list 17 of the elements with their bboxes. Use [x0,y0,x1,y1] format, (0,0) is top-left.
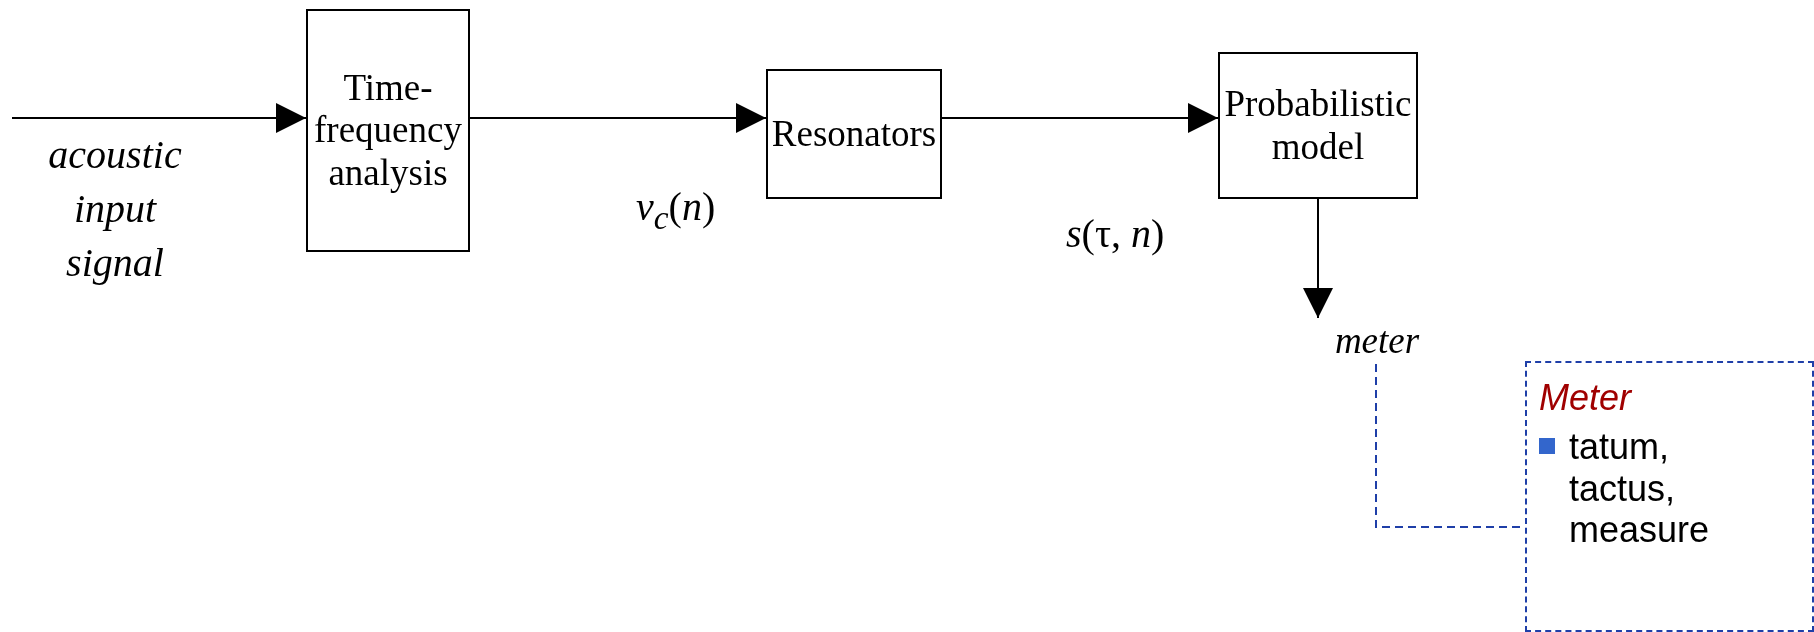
process-box [766,69,942,199]
arrow [1303,198,1333,319]
callout-title: Meter [1539,377,1632,419]
arrow [469,103,767,133]
arrow [941,103,1219,133]
edge-label: v$_{c}$(n) [636,183,716,238]
process-box [1218,52,1418,199]
arrow [11,103,307,133]
bullet-text: tatum, tactus, measure [1569,426,1711,551]
edge-label: s(τ, n) [1066,210,1165,258]
callout-box [1525,361,1814,632]
box-label: Time-frequency analysis [313,66,463,195]
box-label: Probabilistic model [1223,82,1413,169]
output-label: meter [1322,318,1432,364]
process-box [306,9,470,252]
edge-label: acoustic input signal [47,131,183,287]
box-label: Resonators [771,112,937,156]
